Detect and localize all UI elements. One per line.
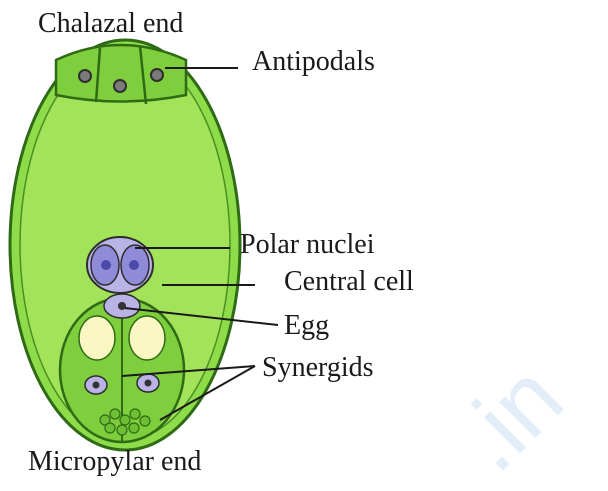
label-egg: Egg — [284, 312, 329, 340]
label-synergids: Synergids — [262, 354, 374, 382]
label-central-cell: Central cell — [284, 268, 414, 296]
antipodal-cells — [56, 45, 186, 104]
label-antipodals: Antipodals — [252, 48, 375, 76]
synergid-vacuole-right — [129, 316, 165, 360]
synergid-vacuole-left — [79, 316, 115, 360]
polar-nuclei — [87, 237, 153, 293]
label-micropylar-end: Micropylar end — [28, 448, 201, 476]
label-polar-nuclei: Polar nuclei — [240, 231, 375, 259]
label-chalazal-end: Chalazal end — [38, 10, 183, 38]
